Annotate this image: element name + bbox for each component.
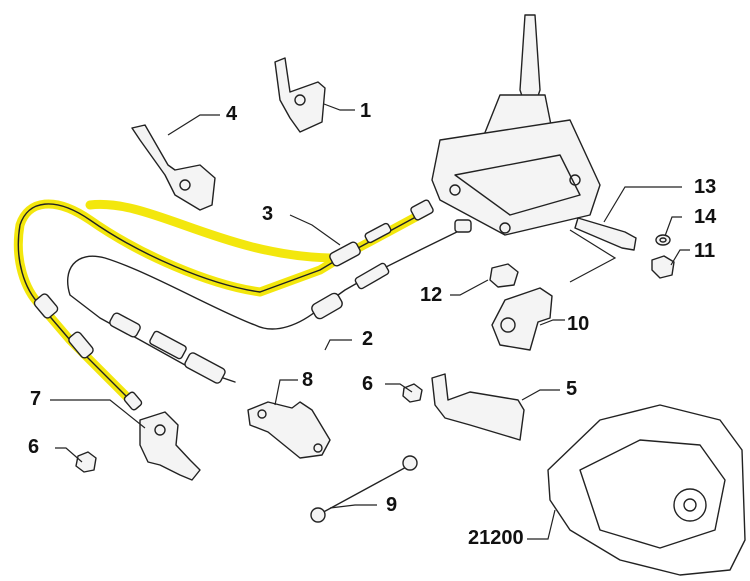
callout-13: 13 <box>694 176 716 198</box>
bracket-part-5 <box>431 373 525 441</box>
cable-part-3 <box>17 199 434 411</box>
callout-21200: 21200 <box>468 527 524 549</box>
gearbox-21200 <box>547 404 746 576</box>
callout-1: 1 <box>360 100 371 122</box>
callout-2: 2 <box>362 328 373 350</box>
callout-labels: 1 2 3 4 5 6 6 7 8 9 10 11 12 13 14 21200 <box>28 100 717 549</box>
callout-6-upper: 6 <box>362 373 373 395</box>
callout-10: 10 <box>567 313 589 335</box>
washer-part-14 <box>655 234 671 246</box>
bracket-part-7 <box>139 411 201 481</box>
callout-9: 9 <box>386 494 397 516</box>
callout-3: 3 <box>262 203 273 225</box>
callout-12: 12 <box>420 284 442 306</box>
nut-part-6-lower <box>75 451 97 473</box>
nut-part-6-upper <box>402 383 423 403</box>
clip-part-12 <box>489 263 519 288</box>
rod-part-9 <box>310 455 418 523</box>
callout-11: 11 <box>694 240 715 262</box>
callout-4: 4 <box>226 103 238 125</box>
nut-part-11 <box>651 255 675 279</box>
gear-shifter-assembly <box>431 14 601 236</box>
lever-part-10 <box>491 287 553 351</box>
bracket-part-4 <box>131 124 216 211</box>
callout-5: 5 <box>566 378 577 400</box>
cable-part-2 <box>66 219 472 384</box>
callout-6-lower: 6 <box>28 436 39 458</box>
leader-lines <box>50 103 690 540</box>
callout-8: 8 <box>302 369 313 391</box>
plate-part-8 <box>247 401 331 459</box>
pin-part-13 <box>574 217 637 251</box>
callout-14: 14 <box>694 206 717 228</box>
callout-7: 7 <box>30 388 41 410</box>
bracket-part-1 <box>274 57 326 133</box>
